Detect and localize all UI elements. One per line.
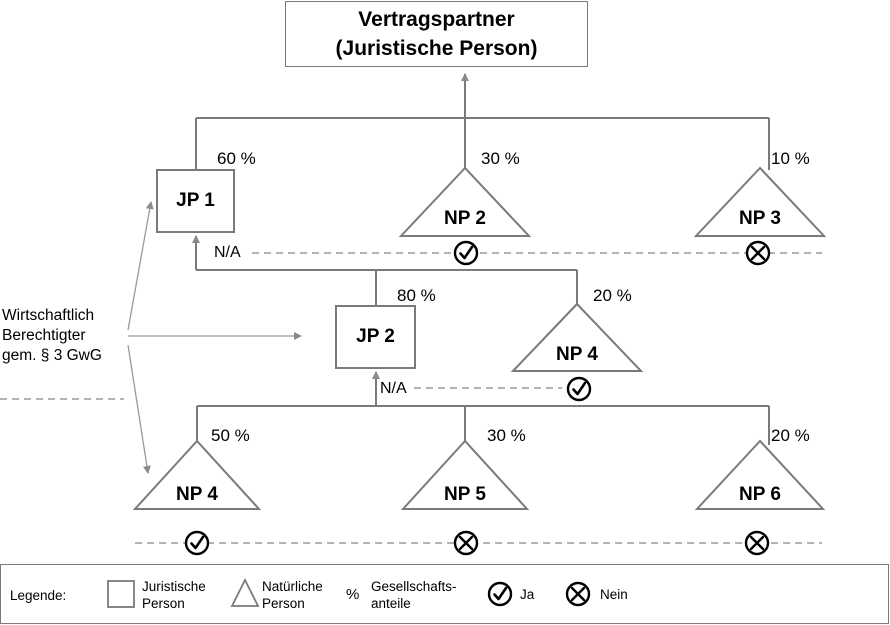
beneficiary-arrows [127, 201, 302, 474]
legend-box [0, 564, 889, 624]
check-circle-icon [566, 376, 592, 402]
legend-np-line1: Natürliche [262, 579, 323, 594]
np4-mid-triangle [510, 302, 644, 372]
legend-title: Legende: [10, 588, 67, 603]
legend-np-line2: Person [262, 596, 305, 611]
beneficiary-label-line2: Berechtigter [2, 327, 86, 344]
na-label-row2: N/A [380, 380, 407, 397]
np2-top-triangle [398, 166, 532, 237]
level2-connectors [192, 235, 578, 306]
na-label-row1: N/A [214, 244, 241, 261]
legend-pct-line2: anteile [371, 596, 411, 611]
np5-triangle [400, 439, 530, 510]
np6-percent: 20 % [771, 426, 810, 445]
level3-connectors [196, 371, 770, 445]
arrow-to-jp1 [127, 201, 154, 331]
check-circle-icon [184, 530, 210, 556]
np4-bottom-percent: 50 % [211, 426, 250, 445]
beneficiary-label-line1: Wirtschaftlich [2, 307, 95, 324]
beneficiary-label-line3: gem. § 3 GwG [2, 347, 102, 364]
np2-top-percent: 30 % [481, 149, 520, 168]
legend-jp-line2: Person [142, 596, 185, 611]
legend-jp-box-icon [107, 580, 135, 608]
np5-label: NP 5 [444, 484, 486, 505]
check-circle-icon [453, 240, 479, 266]
legend-percent-symbol: % [346, 586, 360, 603]
level1-connectors [195, 73, 770, 170]
cross-circle-icon [453, 530, 479, 556]
np6-triangle [694, 439, 826, 510]
arrow-to-np4-bottom [127, 344, 151, 474]
np4-mid-label: NP 4 [556, 344, 598, 365]
jp1-percent: 60 % [217, 149, 256, 168]
title-line1: Vertragspartner [358, 8, 515, 31]
legend-no-label: Nein [600, 587, 628, 602]
cross-circle-icon [745, 240, 771, 266]
jp1-box [156, 169, 235, 233]
jp2-box [335, 305, 416, 369]
np5-percent: 30 % [487, 426, 526, 445]
legend-yes-label: Ja [520, 587, 535, 602]
np6-label: NP 6 [739, 484, 781, 505]
np3-triangle [693, 166, 827, 237]
np4-bottom-triangle [132, 439, 262, 510]
cross-circle-icon [744, 530, 770, 556]
legend-cross-circle-icon [565, 581, 591, 607]
np3-percent: 10 % [771, 149, 810, 168]
jp2-percent: 80 % [397, 286, 436, 305]
title-line2: (Juristische Person) [335, 37, 538, 60]
jp2-label: JP 2 [356, 326, 395, 347]
np4-bottom-label: NP 4 [176, 484, 218, 505]
legend-pct-line1: Gesellschafts- [371, 579, 457, 594]
legend-check-circle-icon [487, 581, 513, 607]
np4-mid-percent: 20 % [593, 286, 632, 305]
np2-top-label: NP 2 [444, 208, 486, 229]
jp1-label: JP 1 [176, 190, 215, 211]
contract-partner-box: Vertragspartner (Juristische Person) [285, 1, 588, 67]
legend-np-triangle-icon [230, 577, 260, 607]
legend-jp-line1: Juristische [142, 579, 206, 594]
np3-label: NP 3 [739, 208, 781, 229]
